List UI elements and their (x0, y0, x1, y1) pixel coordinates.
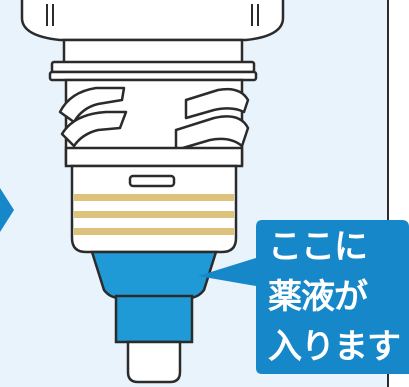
thread-left-upper (58, 86, 126, 124)
cap-slot (128, 174, 176, 188)
stripe-2 (74, 211, 234, 218)
callout-line-1: ここに (268, 227, 368, 267)
thread-right-lower (174, 115, 250, 152)
callout-line-3: 入ります (268, 327, 401, 367)
thread-left-lower (60, 110, 128, 148)
upper-housing (20, 0, 285, 42)
thread-grooves (58, 86, 250, 152)
callout-line-2: 薬液が (268, 277, 368, 317)
stripe-3 (74, 228, 234, 235)
nozzle-tip (126, 340, 182, 384)
liquid-nozzle (114, 294, 194, 344)
thread-right-upper (184, 87, 250, 120)
liquid-funnel (90, 250, 218, 300)
callout-label: ここに 薬液が 入ります (268, 222, 409, 372)
stripe-1 (74, 194, 234, 201)
thread-base-ring (64, 146, 244, 168)
callout-bubble (198, 220, 409, 374)
pointer-arrow-icon (0, 188, 14, 232)
flange-ring-top (50, 60, 256, 74)
